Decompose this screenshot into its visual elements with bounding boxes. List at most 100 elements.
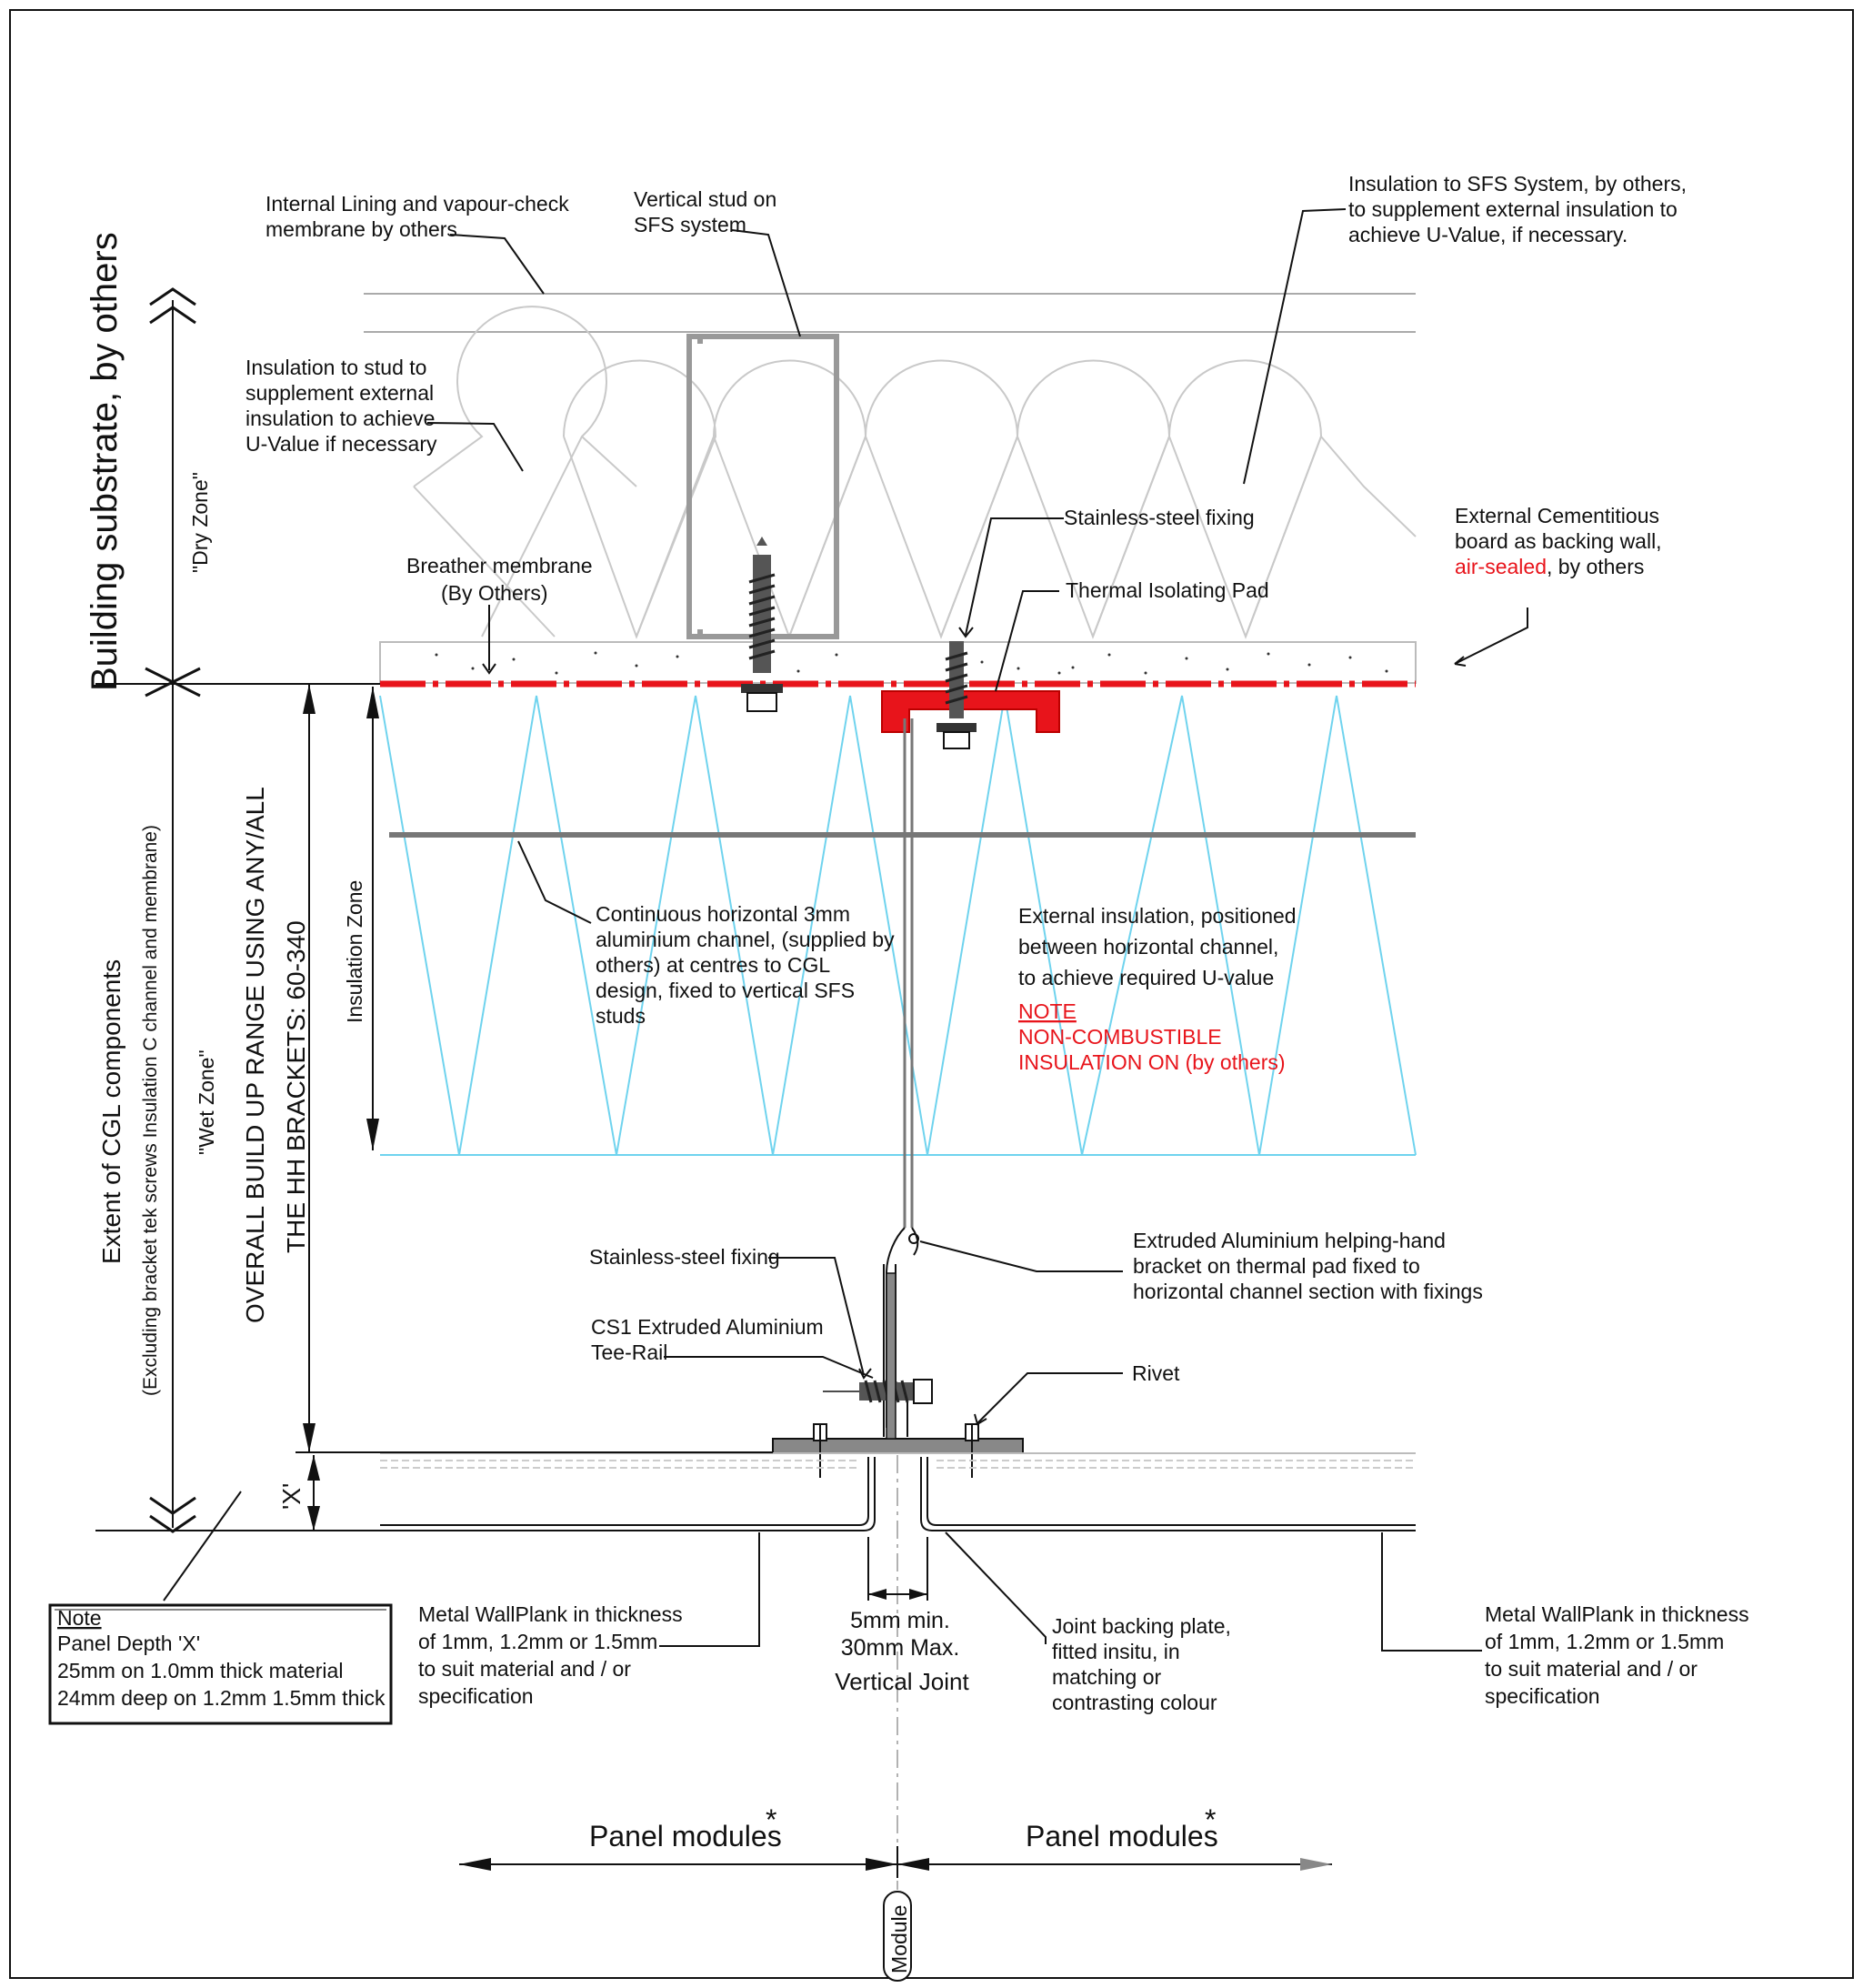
label-rivet: Rivet <box>1132 1361 1180 1385</box>
label-joint-backing-l3: matching or <box>1052 1665 1162 1689</box>
label-vertical-stud: Vertical stud on SFS system <box>634 187 776 236</box>
label-panel-modules-right: Panel modules <box>1026 1820 1218 1852</box>
label-building-substrate: Building substrate, by others <box>85 232 125 691</box>
label-wet-zone: "Wet Zone" <box>195 1049 218 1155</box>
dimension-panel-modules <box>459 1846 1332 1878</box>
label-joint-gap-l1: 5mm min. <box>850 1608 950 1633</box>
stud-tek-screw <box>741 537 783 712</box>
label-internal-lining-l2: membrane by others <box>265 217 457 241</box>
label-external-board-l2: board as backing wall, <box>1455 529 1662 553</box>
label-breather-l2: (By Others) <box>441 581 548 605</box>
label-wallplank-left-l3: to suit material and / or <box>418 1657 631 1681</box>
label-extent-cgl-sub: (Excluding bracket tek screws Insulation… <box>140 825 161 1396</box>
sheet-border <box>9 9 1854 1979</box>
label-ext-ins-l1: External insulation, positioned <box>1018 904 1297 928</box>
label-ext-ins-l2: between horizontal channel, <box>1018 935 1278 959</box>
label-asterisk-left: * <box>766 1803 776 1836</box>
label-channel-l3: others) at centres to CGL <box>596 953 830 977</box>
board-speckles <box>435 651 1388 675</box>
label-extent-cgl: Extent of CGL components <box>97 959 125 1264</box>
dimension-joint-gap <box>867 1537 928 1601</box>
rivets <box>813 1423 979 1478</box>
label-overall-build-l2: THE HH BRACKETS: 60-340 <box>282 920 310 1253</box>
label-external-board-l1: External Cementitious <box>1455 504 1659 527</box>
label-breather-membrane: Breather membrane (By Others) <box>406 554 593 605</box>
label-insulation-stud-l4: U-Value if necessary <box>245 432 437 456</box>
label-continuous-channel: Continuous horizontal 3mm aluminium chan… <box>596 902 895 1028</box>
label-insulation-stud-l3: insulation to achieve <box>245 407 435 430</box>
label-wallplank-right-l3: to suit material and / or <box>1485 1657 1698 1681</box>
label-air-sealed: air-sealed <box>1455 555 1547 578</box>
label-note-red-l3: INSULATION ON (by others) <box>1018 1050 1286 1074</box>
label-note-red-l2: NON-COMBUSTIBLE <box>1018 1025 1222 1049</box>
label-insulation-zone: Insulation Zone <box>343 880 366 1023</box>
label-external-insulation: External insulation, positioned between … <box>1018 904 1297 989</box>
helping-hand-bracket <box>883 718 919 1437</box>
label-channel-l5: studs <box>596 1004 646 1028</box>
label-panel-modules-left: Panel modules <box>589 1820 782 1852</box>
label-external-board: External Cementitious board as backing w… <box>1455 504 1662 578</box>
label-insulation-sfs-l3: achieve U-Value, if necessary. <box>1348 223 1628 246</box>
label-overall-build-l1: OVERALL BUILD UP RANGE USING ANY/ALL <box>241 787 269 1323</box>
leader-lines <box>163 208 1528 1652</box>
external-insulation-pattern <box>379 695 1417 1156</box>
label-internal-lining: Internal Lining and vapour-check membran… <box>265 192 569 241</box>
label-channel-l4: design, fixed to vertical SFS <box>596 979 855 1002</box>
label-stainless-fixing-top: Stainless-steel fixing <box>1064 506 1255 529</box>
label-note-l1: Panel Depth 'X' <box>57 1632 200 1655</box>
label-note-l3: 24mm deep on 1.2mm 1.5mm thick <box>57 1686 386 1710</box>
label-helping-hand-l1: Extruded Aluminium helping-hand <box>1133 1229 1446 1252</box>
label-wallplank-right-l1: Metal WallPlank in thickness <box>1485 1602 1749 1626</box>
label-vertical-stud-l2: SFS system <box>634 213 746 236</box>
label-tee-rail: CS1 Extruded Aluminium Tee-Rail <box>591 1315 824 1364</box>
label-joint-gap-l2: 30mm Max. <box>841 1635 960 1661</box>
label-tee-rail-l2: Tee-Rail <box>591 1340 667 1364</box>
label-breather-l1: Breather membrane <box>406 554 593 577</box>
label-note-l2: 25mm on 1.0mm thick material <box>57 1659 343 1682</box>
label-asterisk-right: * <box>1205 1803 1216 1836</box>
label-helping-hand: Extruded Aluminium helping-hand bracket … <box>1133 1229 1483 1303</box>
label-wallplank-right-l4: specification <box>1485 1684 1600 1708</box>
label-insulation-sfs-l1: Insulation to SFS System, by others, <box>1348 172 1687 196</box>
label-joint-backing: Joint backing plate, fitted insitu, in m… <box>1052 1614 1231 1714</box>
tee-rail-fixing-screw <box>823 1379 933 1404</box>
dimension-x <box>307 1455 320 1531</box>
label-vertical-stud-l1: Vertical stud on <box>634 187 776 211</box>
label-joint-backing-l2: fitted insitu, in <box>1052 1640 1180 1663</box>
internal-lining-lines <box>364 293 1416 333</box>
dimension-insulation-zone <box>366 687 379 1150</box>
label-insulation-sfs: Insulation to SFS System, by others, to … <box>1348 172 1687 246</box>
note-box <box>48 1603 393 1725</box>
label-wallplank-left-l4: specification <box>418 1684 534 1708</box>
stud-insulation-pattern <box>413 306 1417 639</box>
label-vertical-joint: Vertical Joint <box>835 1668 969 1695</box>
label-x-dim: 'X' <box>277 1483 305 1510</box>
label-insulation-stud-l1: Insulation to stud to <box>245 356 426 379</box>
label-note-title: Note <box>57 1606 102 1630</box>
label-note-red-l1: NOTE <box>1018 999 1077 1023</box>
label-channel-l1: Continuous horizontal 3mm <box>596 902 850 926</box>
label-note-red: NOTE NON-COMBUSTIBLE INSULATION ON (by o… <box>1018 999 1286 1074</box>
label-thermal-pad: Thermal Isolating Pad <box>1066 578 1269 602</box>
dimension-dry-wet <box>95 287 400 1533</box>
pad-fixing-screw <box>937 641 977 749</box>
tee-rail <box>772 1272 1024 1454</box>
label-joint-backing-l4: contrasting colour <box>1052 1691 1217 1714</box>
label-insulation-stud-l2: supplement external <box>245 381 434 405</box>
cementitious-board <box>379 641 1417 684</box>
label-internal-lining-l1: Internal Lining and vapour-check <box>265 192 569 216</box>
module-bubble <box>883 1891 912 1982</box>
thermal-isolating-pad <box>881 690 1060 733</box>
label-joint-backing-l1: Joint backing plate, <box>1052 1614 1231 1638</box>
label-insulation-stud: Insulation to stud to supplement externa… <box>245 356 437 456</box>
dimension-overall-build <box>295 684 773 1453</box>
label-note-box: Note Panel Depth 'X' 25mm on 1.0mm thick… <box>57 1606 386 1710</box>
label-module: Module <box>887 1905 911 1973</box>
label-ext-ins-l3: to achieve required U-value <box>1018 966 1274 989</box>
label-external-board-suffix: , by others <box>1547 555 1644 578</box>
label-wallplank-right: Metal WallPlank in thickness of 1mm, 1.2… <box>1485 1602 1749 1708</box>
label-joint-gap: 5mm min. 30mm Max. <box>841 1608 960 1661</box>
label-wallplank-right-l2: of 1mm, 1.2mm or 1.5mm <box>1485 1630 1724 1653</box>
label-wallplank-left-l1: Metal WallPlank in thickness <box>418 1602 683 1626</box>
